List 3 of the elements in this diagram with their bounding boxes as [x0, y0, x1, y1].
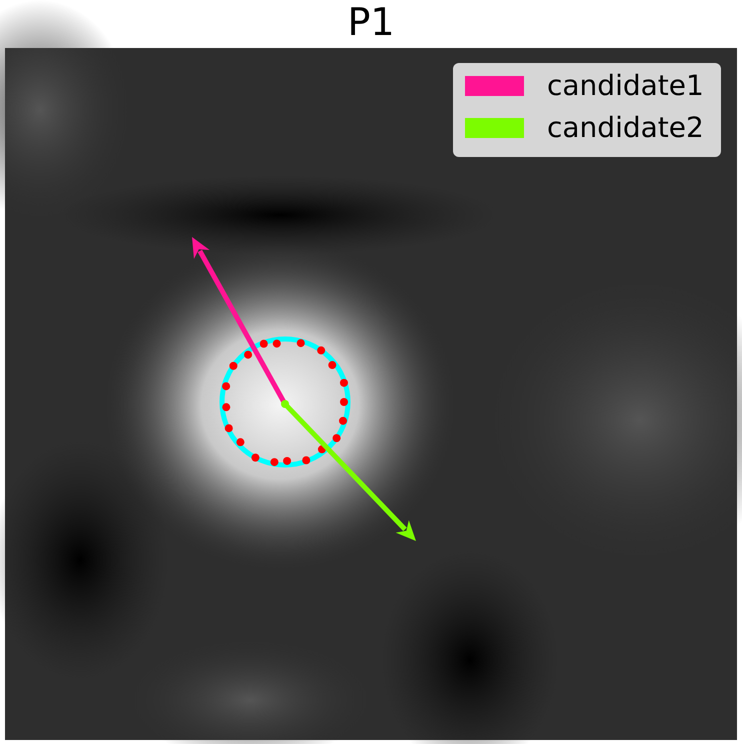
legend-label: candidate1	[547, 70, 704, 102]
legend-label: candidate2	[547, 112, 704, 144]
plot-title: P1	[346, 0, 396, 44]
